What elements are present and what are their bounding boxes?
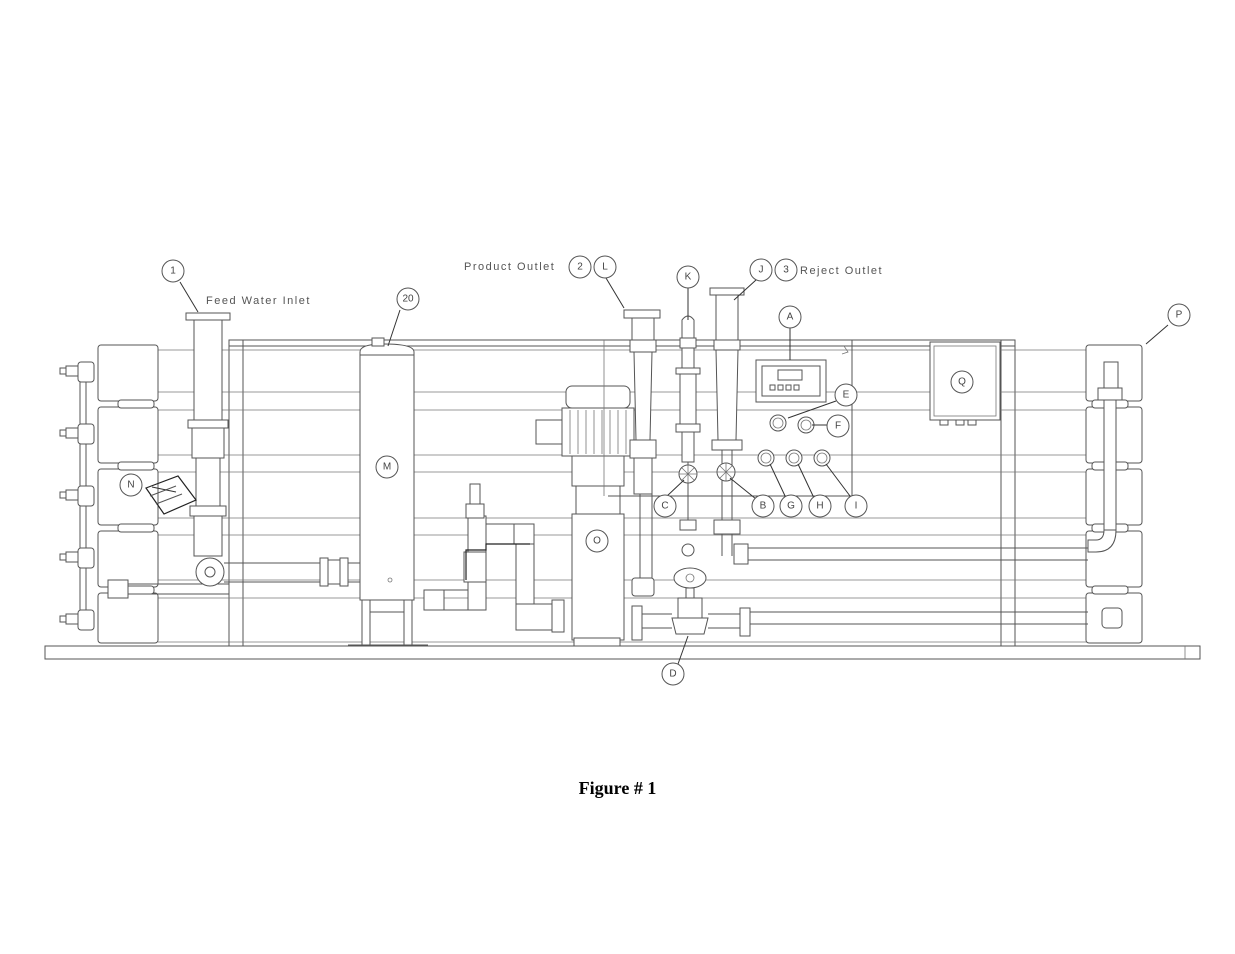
svg-text:J: J <box>759 265 764 276</box>
pressure-gauges <box>757 414 831 467</box>
callout-H: H <box>808 494 832 518</box>
svg-text:2: 2 <box>577 262 583 273</box>
callout-L: L <box>593 255 617 279</box>
svg-text:20: 20 <box>402 294 414 305</box>
left-valve-header <box>59 361 229 631</box>
svg-text:M: M <box>383 462 391 473</box>
callout-P: P <box>1167 303 1191 327</box>
feed-inlet-pipe <box>145 312 364 587</box>
callout-I: I <box>844 494 868 518</box>
callout-F: F <box>826 414 850 438</box>
svg-text:E: E <box>843 390 850 401</box>
svg-text:C: C <box>661 501 668 512</box>
product-outlet-label: Product Outlet <box>464 261 555 273</box>
cartridge-filter-housing <box>348 337 428 646</box>
callout-N: N <box>119 473 143 497</box>
reject-outlet-piping <box>709 287 749 565</box>
callout-K: K <box>676 265 700 289</box>
high-pressure-pump <box>535 385 635 647</box>
product-flowmeter <box>675 315 701 557</box>
svg-text:1: 1 <box>170 266 176 277</box>
callout-A: A <box>778 305 802 329</box>
svg-text:A: A <box>787 312 794 323</box>
product-outlet-piping <box>623 309 661 597</box>
svg-text:3: 3 <box>783 265 789 276</box>
callout-C: C <box>653 494 677 518</box>
figure-caption: Figure # 1 <box>578 778 657 798</box>
callout-M: M <box>375 455 399 479</box>
callout-3: 3 <box>774 258 798 282</box>
panel-valves <box>678 462 736 484</box>
svg-text:Q: Q <box>958 377 966 388</box>
callout-E: E <box>834 383 858 407</box>
base-skid <box>44 645 1201 660</box>
svg-text:P: P <box>1176 310 1183 321</box>
svg-text:F: F <box>835 421 841 432</box>
feed-water-inlet-label: Feed Water Inlet <box>206 295 311 307</box>
reject-outlet-label: Reject Outlet <box>800 265 883 277</box>
leader-lines <box>151 277 1169 665</box>
svg-text:K: K <box>685 272 692 283</box>
svg-text:G: G <box>787 501 795 512</box>
svg-text:I: I <box>855 501 858 512</box>
throttle-valve <box>631 567 751 641</box>
svg-text:B: B <box>760 501 767 512</box>
callout-B: B <box>751 494 775 518</box>
callout-1: 1 <box>161 259 185 283</box>
svg-text:H: H <box>816 501 823 512</box>
svg-text:L: L <box>602 262 608 273</box>
right-interconnect <box>740 361 1123 629</box>
filter-to-pump-piping <box>423 483 565 633</box>
callout-20: 20 <box>396 287 420 311</box>
callout-O: O <box>585 529 609 553</box>
svg-text:D: D <box>669 669 676 680</box>
control-panel <box>603 339 853 497</box>
callout-D: D <box>661 662 685 686</box>
frame <box>228 339 1016 647</box>
callout-J: J <box>749 258 773 282</box>
callout-Q: Q <box>950 370 974 394</box>
svg-text:O: O <box>593 536 601 547</box>
callout-G: G <box>779 494 803 518</box>
callout-2: 2 <box>568 255 592 279</box>
svg-text:N: N <box>127 480 134 491</box>
